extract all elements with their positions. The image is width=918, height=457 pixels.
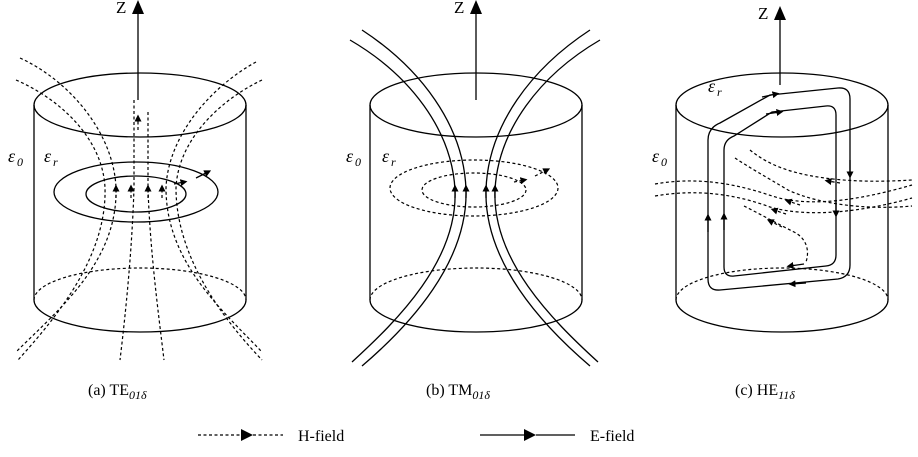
svg-text:r: r [391,155,396,169]
panel-b-tm-mode: Z ε 0 [346,0,601,402]
svg-text:ε: ε [652,146,660,166]
cylinder-c [675,72,889,333]
panel-c-he-mode: Z [652,4,913,402]
svg-text:ε: ε [8,146,16,166]
z-axis-label-a: Z [116,0,126,17]
epsilon-0-label-c: ε 0 [652,146,667,169]
z-axis-arrow-a [132,0,144,100]
svg-text:ε: ε [708,76,716,96]
cylinder-b [369,72,583,333]
epsilon-r-label-c: ε r [708,76,722,99]
svg-text:ε: ε [44,146,52,166]
caption-b: (b) TM01δ [426,382,490,402]
legend-e-field-label: E-field [590,428,634,445]
svg-text:0: 0 [355,155,361,169]
z-axis-label-b: Z [454,0,464,17]
legend-h-field-swatch [198,429,283,441]
epsilon-0-label-b: ε 0 [346,146,361,169]
epsilon-r-label-b: ε r [382,146,396,169]
e-field-loops-c [704,87,854,291]
e-field-loops-a [53,161,219,223]
epsilon-0-label-a: ε 0 [8,146,23,169]
legend-e-field-swatch [480,429,575,441]
z-axis-label-c: Z [758,4,768,23]
z-axis-arrow-b [470,0,482,100]
legend: H-field E-field [198,428,634,445]
svg-text:ε: ε [382,146,390,166]
cylinder-a [33,72,247,333]
h-field-lines-c [654,149,913,263]
caption-a: (a) TE01δ [88,382,147,402]
epsilon-r-label-a: ε r [44,146,58,169]
h-field-lines-a [15,57,263,361]
z-axis-arrow-c [774,6,786,85]
legend-h-field-label: H-field [298,428,344,445]
e-field-lines-b [349,29,601,367]
h-field-loops-b [389,159,559,217]
svg-text:0: 0 [661,155,667,169]
panel-a-te-mode: Z [8,0,263,402]
svg-text:r: r [717,85,722,99]
caption-c: (c) HE11δ [735,382,795,402]
svg-text:0: 0 [17,155,23,169]
svg-text:ε: ε [346,146,354,166]
svg-text:r: r [53,155,58,169]
